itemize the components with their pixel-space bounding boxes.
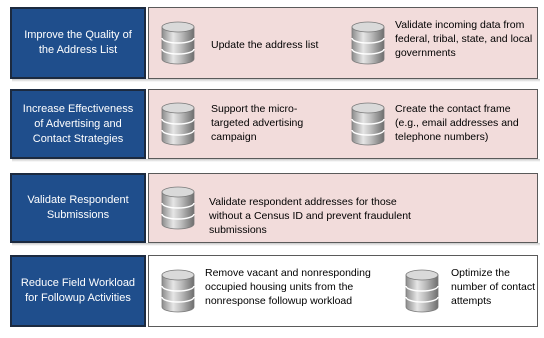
row-field-workload: Reduce Field Workload for Followup Activ… (10, 255, 540, 327)
database-icon (161, 269, 195, 313)
row-label-box: Improve the Quality of the Address List (10, 7, 146, 79)
item-text: Validate respondent addresses for those … (209, 196, 411, 236)
database-icon (351, 102, 385, 146)
row-label-box: Increase Effectiveness of Advertising an… (10, 89, 146, 159)
database-icon (161, 186, 195, 230)
row-label-box: Reduce Field Workload for Followup Activ… (10, 255, 146, 327)
row-address-list: Improve the Quality of the Address List … (10, 7, 540, 82)
row-shadow (12, 159, 540, 162)
row-label: Validate Respondent Submissions (27, 194, 129, 221)
row-content-box: Support the micro-targeted advertising c… (148, 89, 538, 159)
item-text: Remove vacant and nonresponding occupied… (205, 267, 371, 307)
row-shadow (12, 243, 540, 246)
row-label-box: Validate Respondent Submissions (10, 173, 146, 243)
database-icon (161, 21, 195, 65)
row-label: Improve the Quality of the Address List (24, 29, 132, 56)
item-text: Create the contact frame (e.g., email ad… (395, 103, 519, 143)
item-text: Optimize the number of contact attempts (451, 267, 536, 307)
row-label: Increase Effectiveness of Advertising an… (22, 102, 134, 145)
row-content-box: Update the address list Validate incomin… (148, 7, 538, 79)
item-text: Update the address list (211, 39, 319, 51)
item-text: Validate incoming data from federal, tri… (395, 19, 533, 59)
row-content-box: Remove vacant and nonresponding occupied… (148, 255, 538, 327)
row-content-box: Validate respondent addresses for those … (148, 173, 538, 243)
item-text: Support the micro-targeted advertising c… (211, 103, 304, 143)
row-respondent-submissions: Validate Respondent Submissions Validate… (10, 173, 540, 246)
database-icon (161, 102, 195, 146)
database-icon (405, 269, 439, 313)
database-icon (351, 21, 385, 65)
row-advertising: Increase Effectiveness of Advertising an… (10, 89, 540, 162)
row-shadow (12, 79, 540, 82)
row-label: Reduce Field Workload for Followup Activ… (20, 277, 136, 304)
